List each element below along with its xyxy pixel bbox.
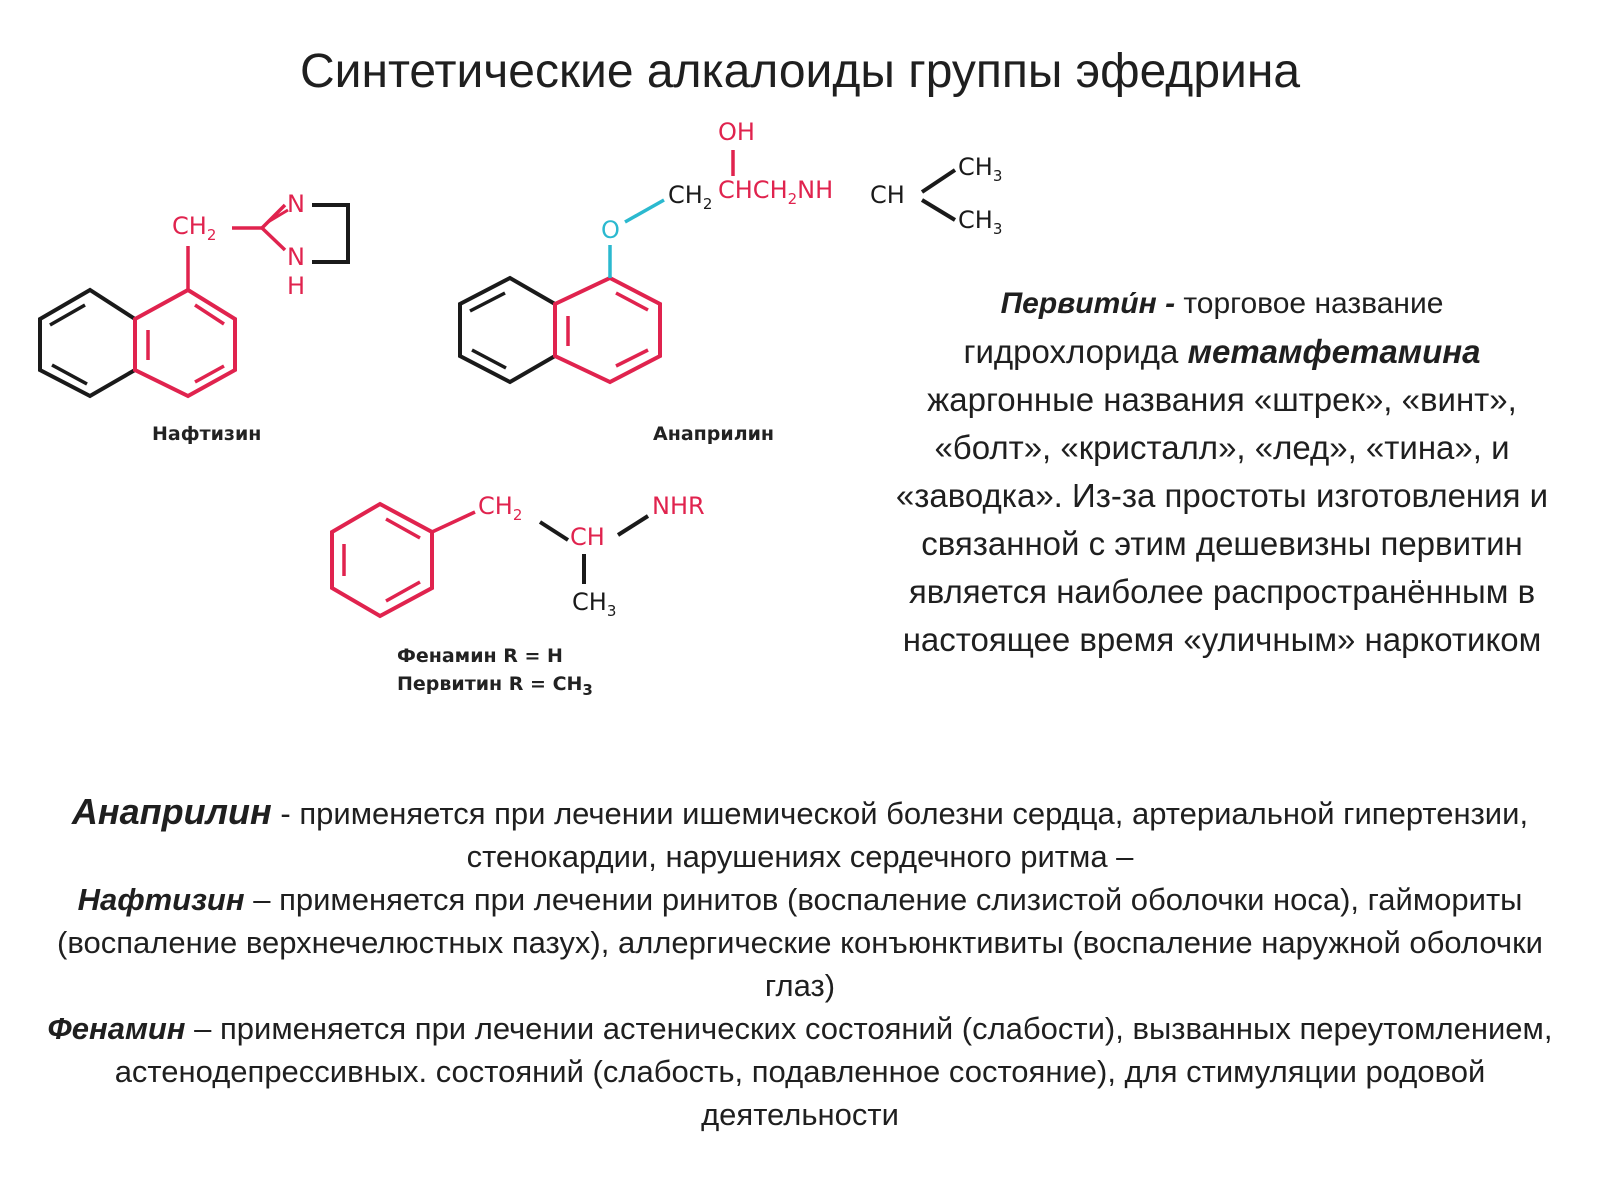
naphthyzine-use: Нафтизин – применяется при лечении ринит… [45, 878, 1555, 1007]
uses-description: Анаприлин - применяется при лечении ишем… [45, 790, 1555, 1136]
anaprilin-ch3-bottom: CH3 [958, 206, 1002, 238]
pervitin-methamphetamine: метамфетамина [1187, 333, 1481, 370]
anaprilin-chain-start: CH2 [668, 181, 712, 213]
structures-diagram: CH2 N N H Нафтизин O CH2 CHCH2NH OH CH C… [38, 118, 1002, 699]
anaprilin-oh-label: OH [718, 118, 755, 146]
phenamine-structure: CH2 CH NHR CH3 Фенамин R = H Первитин R … [330, 492, 705, 699]
phenamine-nhr-label: NHR [652, 492, 705, 520]
naphthyzine-use-name: Нафтизин [77, 882, 245, 917]
phenamine-use: Фенамин – применяется при лечении астени… [45, 1007, 1555, 1136]
anaprilin-use-name: Анаприлин [71, 791, 272, 832]
anaprilin-o-label: O [601, 216, 620, 244]
naphthyzine-n-bottom: N [287, 243, 305, 271]
anaprilin-use: Анаприлин - применяется при лечении ишем… [45, 790, 1555, 878]
naphthyzine-n-top: N [287, 190, 305, 218]
pervitin-text-1: торговое название [1175, 287, 1444, 320]
anaprilin-structure: O CH2 CHCH2NH OH CH CH3 CH3 Анаприлин [458, 118, 1002, 445]
anaprilin-ch-label: CH [870, 181, 905, 209]
pervitin-description: Первити́н - торговое название гидрохлори… [882, 280, 1562, 664]
phenamine-ch-label: CH [570, 523, 605, 551]
naphthyzine-caption: Нафтизин [152, 423, 261, 445]
phenamine-legend-line2: Первитин R = CH3 [397, 673, 593, 699]
phenamine-ch3-label: CH3 [572, 588, 616, 620]
naphthyzine-h: H [287, 272, 305, 300]
anaprilin-caption: Анаприлин [653, 423, 774, 445]
anaprilin-ch3-top: CH3 [958, 153, 1002, 185]
phenamine-use-name: Фенамин [47, 1011, 186, 1046]
naphthyzine-structure: CH2 N N H Нафтизин [38, 190, 350, 445]
pervitin-text-3: жаргонные названия «штрек», «винт», «бол… [895, 381, 1549, 658]
naphthyzine-use-text: – применяется при лечении ринитов (воспа… [57, 882, 1543, 1003]
phenamine-legend-line1: Фенамин R = H [397, 645, 563, 667]
phenamine-ch2-label: CH2 [478, 492, 522, 524]
phenamine-use-text: – применяется при лечении астенических с… [114, 1011, 1553, 1132]
anaprilin-use-text: - применяется при лечении ишемической бо… [271, 796, 1529, 874]
naphthyzine-ch2-label: CH2 [172, 212, 216, 244]
pervitin-name: Первити́н - [1000, 287, 1176, 320]
anaprilin-chain-mid: CHCH2NH [718, 176, 833, 208]
pervitin-text-2: гидрохлорида [963, 333, 1188, 370]
slide-title: Синтетические алкалоиды группы эфедрина [299, 45, 1301, 98]
